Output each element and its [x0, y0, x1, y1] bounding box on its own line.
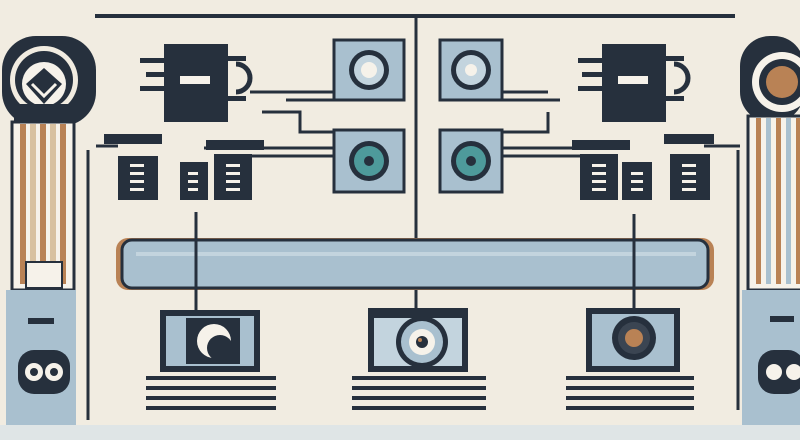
- right-module-row: [572, 134, 714, 200]
- camera-lens-icon: [396, 316, 448, 368]
- main-tube: [116, 238, 714, 290]
- module-block: [214, 154, 252, 200]
- module-block: [118, 156, 158, 200]
- right-base-slot: [770, 316, 794, 322]
- right-tower-body: [746, 114, 800, 292]
- left-tower-stripes: [20, 124, 66, 284]
- dial-box-top-right: [438, 38, 504, 102]
- module-block: [670, 154, 710, 200]
- lens-icon: [752, 52, 800, 112]
- monitor-center: [368, 308, 468, 372]
- left-base-slot: [28, 318, 54, 324]
- eye-badge-icon: [22, 62, 66, 106]
- module-block: [580, 154, 618, 200]
- camera-lens-icon: [612, 316, 656, 360]
- speaker-icon: [758, 350, 800, 394]
- control-panel-slot: [180, 76, 210, 84]
- dial-icon: [349, 50, 389, 90]
- right-tower-stripes: [756, 118, 800, 284]
- control-hook: [235, 61, 253, 95]
- left-tower-neck: [14, 104, 74, 124]
- teal-box-right: [438, 128, 504, 194]
- left-tower-plate: [25, 261, 63, 289]
- speaker-icon: [18, 350, 70, 394]
- top-rail: [95, 14, 735, 18]
- monitor-right-stand: [566, 376, 694, 410]
- monitor-left-stand: [146, 376, 276, 410]
- left-module-row: [104, 134, 264, 200]
- teal-box-left: [332, 128, 406, 194]
- crescent-icon: [197, 324, 233, 361]
- monitor-left: [160, 310, 260, 372]
- right-control-unit: [578, 44, 691, 122]
- right-tower: [740, 36, 800, 425]
- monitor-center-stand: [352, 376, 486, 410]
- control-hook: [673, 61, 691, 95]
- control-panel-slot: [618, 76, 648, 84]
- monitor-right: [586, 308, 680, 372]
- floor-strip: [0, 425, 800, 440]
- left-tower: [2, 36, 96, 425]
- dial-box-top-left: [332, 38, 406, 102]
- left-control-unit: [140, 44, 253, 122]
- dial-icon: [451, 50, 491, 90]
